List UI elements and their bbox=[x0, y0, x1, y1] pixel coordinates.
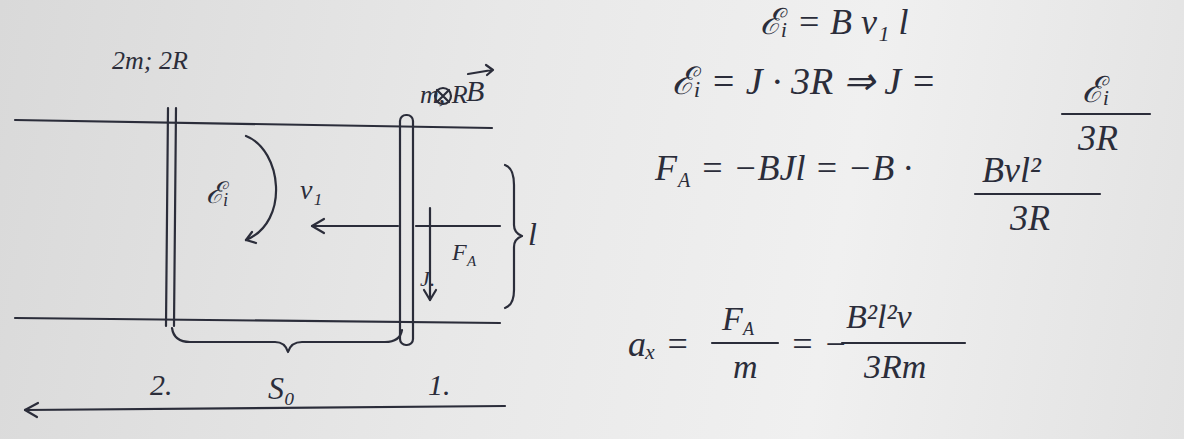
force-label: F bbox=[452, 240, 467, 264]
upper-rail bbox=[15, 120, 492, 128]
force-subscript: A bbox=[467, 254, 476, 269]
rod-2 bbox=[166, 108, 176, 326]
length-brace bbox=[505, 165, 522, 308]
fraction-denominator: 3Rm bbox=[864, 350, 926, 384]
velocity-arrow bbox=[312, 225, 500, 227]
current-head bbox=[424, 290, 436, 300]
rod-label: m, R bbox=[420, 82, 468, 108]
emf-loop bbox=[246, 136, 276, 240]
fraction-denominator: 3R bbox=[1078, 120, 1118, 156]
fraction-bar bbox=[842, 342, 965, 344]
length-label: l bbox=[528, 218, 537, 250]
lower-rail bbox=[15, 318, 500, 323]
current-label: J. bbox=[420, 268, 435, 290]
equation: aₓ = bbox=[628, 326, 690, 362]
distance-label: S₀ bbox=[268, 372, 295, 404]
fraction-denominator: 3R bbox=[1010, 200, 1050, 236]
equation: = − bbox=[790, 326, 848, 362]
emf-label: ℰᵢ bbox=[206, 178, 229, 208]
equation: ℰᵢ = J · 3R ⇒ J = bbox=[672, 62, 936, 100]
force-subscript: A bbox=[678, 170, 690, 190]
equation: ℰᵢ = B v₁ l bbox=[760, 4, 908, 40]
velocity-label: v₁ bbox=[300, 176, 322, 204]
equation: = −BJl = −B · bbox=[700, 150, 912, 186]
axis-head bbox=[25, 403, 38, 417]
rod-label: 2m; 2R bbox=[112, 48, 188, 74]
field-label: B bbox=[466, 76, 484, 106]
distance-brace bbox=[172, 328, 402, 352]
rod-number: 2. bbox=[150, 370, 173, 400]
fraction-numerator: ℰᵢ bbox=[1082, 72, 1110, 108]
equation: F bbox=[655, 150, 677, 186]
fraction-bar bbox=[712, 342, 778, 344]
force-subscript: A bbox=[743, 320, 754, 338]
vector-arrow bbox=[468, 65, 493, 75]
loop-head bbox=[246, 232, 256, 243]
fraction-numerator: F bbox=[722, 302, 743, 336]
fraction-numerator: Bvl² bbox=[982, 152, 1041, 188]
fraction-bar bbox=[975, 193, 1100, 195]
axis-line bbox=[25, 406, 505, 410]
rod-number: 1. bbox=[428, 370, 451, 400]
velocity-head bbox=[312, 219, 324, 233]
fraction-denominator: m bbox=[733, 350, 758, 384]
rod-1 bbox=[400, 115, 413, 345]
fraction-bar bbox=[1062, 113, 1150, 115]
fraction-numerator: B²l²v bbox=[846, 300, 912, 334]
